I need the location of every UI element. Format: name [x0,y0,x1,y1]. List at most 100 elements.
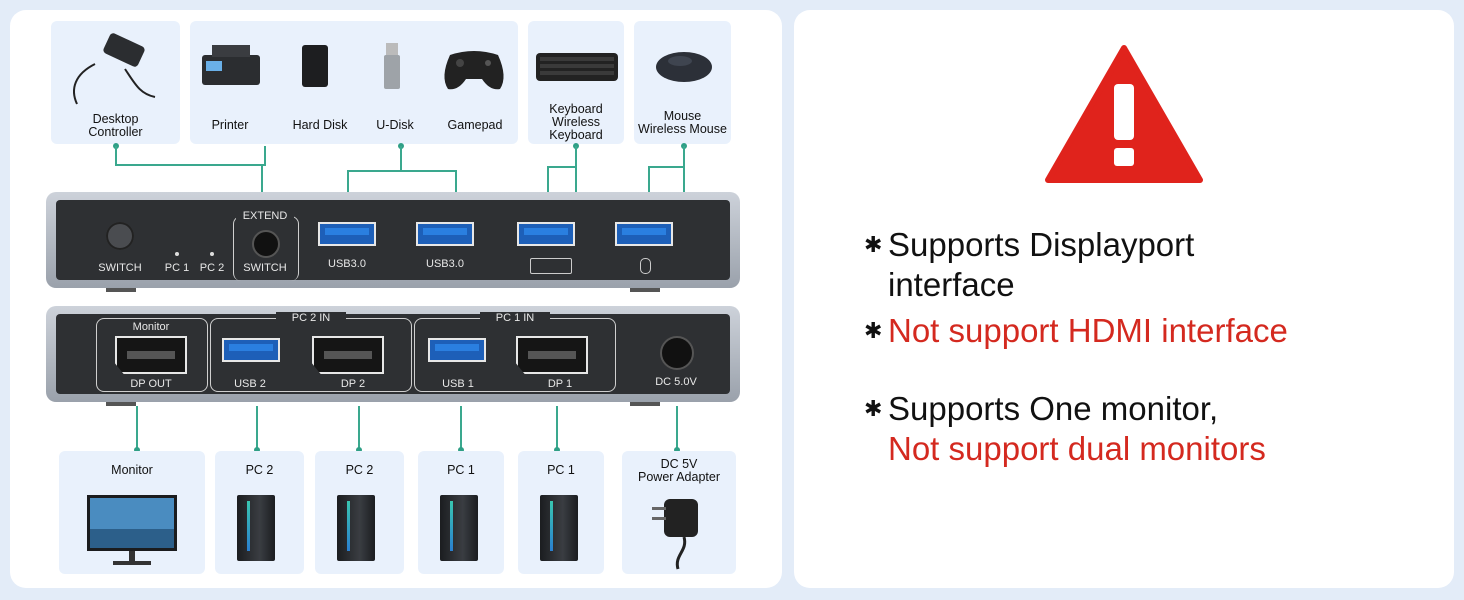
switch-button[interactable] [106,222,134,250]
connector-line [358,406,360,450]
monitor-port-group [96,318,208,392]
gamepad-icon [444,51,504,90]
connector-dot [254,447,260,453]
connector-line [547,166,577,194]
pc2-label: PC 2 [199,262,225,274]
connector-line [261,164,263,194]
usb-port-1-label: USB3.0 [328,258,366,270]
pc2-led [210,252,214,256]
usb-port-2 [416,222,474,246]
printer-icon [202,45,260,85]
card-usb-devices: Printer Hard Disk U-Disk Gamepad [190,21,518,144]
dc-label: DC 5.0V [655,376,697,388]
switch-label: SWITCH [98,262,142,274]
dp1-label: DP 1 [536,378,584,390]
kvm-back-face: Monitor DP OUT PC 2 IN USB 2 DP 2 PC 1 I… [56,312,730,394]
card-power-adapter: DC 5V Power Adapter [622,451,736,574]
power-adapter-icon [652,499,698,570]
kvm-switch-back: Monitor DP OUT PC 2 IN USB 2 DP 2 PC 1 I… [46,306,740,402]
bullet-star-icon: ✱ [864,396,883,421]
pc1-in-label: PC 1 IN [480,312,550,324]
note-line2: Not support HDMI interface [888,312,1288,349]
pc2-in-label: PC 2 IN [276,312,346,324]
u-disk-label: U-Disk [376,118,414,132]
card-pc1-dp: PC 1 [518,451,604,574]
connector-line [648,166,685,194]
card-pc2-dp: PC 2 [315,451,404,574]
usb-port-mouse [615,222,673,246]
adapter-label: DC 5V Power Adapter [638,457,720,484]
usb-port-2-label: USB3.0 [426,258,464,270]
connector-line [556,406,558,450]
card-pc1-usb: PC 1 [418,451,504,574]
pc1-usb-label: PC 1 [447,463,475,477]
printer-label: Printer [211,118,249,132]
hard-disk-label: Hard Disk [292,118,348,132]
connector-line [547,146,577,192]
pc1-label: PC 1 [164,262,190,274]
note-line3a: Supports One monitor, [888,390,1219,427]
usb1-label: USB 1 [430,378,486,390]
connector-dot [356,447,362,453]
dp2-label: DP 2 [328,378,378,390]
extend-switch-label: SWITCH [243,262,287,274]
dp1-port [516,336,588,374]
audio-jack-icon [252,230,280,258]
extend-label: EXTEND [236,210,294,222]
mouse-icon [656,52,712,82]
card-monitor: Monitor [59,451,205,574]
mouse-port-icon [640,258,651,274]
connector-line [136,406,138,450]
card-keyboard: Keyboard Wireless Keyboard [528,21,624,144]
desktop-controller-label: Desktop Controller [88,112,143,139]
usb1-port [428,338,486,362]
hard-disk-icon [302,45,328,87]
usb-port-1 [318,222,376,246]
connector-dot [674,447,680,453]
device-foot [106,288,136,292]
connector-dot [134,447,140,453]
bullet-star-icon: ✱ [864,232,883,257]
note-line3b: Not support dual monitors [888,430,1266,467]
card-desktop-controller: Desktop Controller [51,21,180,144]
connector-dot [554,447,560,453]
keyboard-icon [536,53,618,81]
pc-tower-icon [540,495,578,561]
connector-line [648,146,685,192]
usb2-port [222,338,280,362]
pc-tower-icon [237,495,275,561]
mouse-label: Mouse Wireless Mouse [638,109,727,136]
dp-out-port [115,336,187,374]
device-foot [630,402,660,406]
keyboard-port-icon [530,258,572,274]
connector-line [676,406,678,450]
device-foot [106,402,136,406]
dp2-port [312,336,384,374]
dc-power-jack-icon [660,336,694,370]
warning-triangle-icon [1045,45,1203,183]
pc-tower-icon [337,495,375,561]
device-foot [630,288,660,292]
card-pc2-usb: PC 2 [215,451,304,574]
note-line1b: interface [888,266,1015,303]
dp-out-label: DP OUT [116,378,186,390]
connector-dot [458,447,464,453]
connector-line [347,170,457,194]
desktop-controller-icon [73,33,156,105]
keyboard-label: Keyboard Wireless Keyboard [549,102,603,142]
card-mouse: Mouse Wireless Mouse [634,21,731,144]
bullet-star-icon: ✱ [864,318,883,343]
connector-line [460,406,462,450]
pc1-dp-label: PC 1 [547,463,575,477]
gamepad-label: Gamepad [447,118,503,132]
pc2-dp-label: PC 2 [345,463,374,477]
u-disk-icon [384,43,400,89]
connector-line [400,146,402,170]
kvm-switch-front: SWITCH PC 1 PC 2 EXTEND SWITCH USB3.0 US… [46,192,740,288]
monitor-group-label: Monitor [132,321,170,333]
connector-line [256,406,258,450]
usb2-label: USB 2 [220,378,280,390]
usb-port-keyboard [517,222,575,246]
pc2-usb-label: PC 2 [245,463,274,477]
connector-line [115,146,266,166]
